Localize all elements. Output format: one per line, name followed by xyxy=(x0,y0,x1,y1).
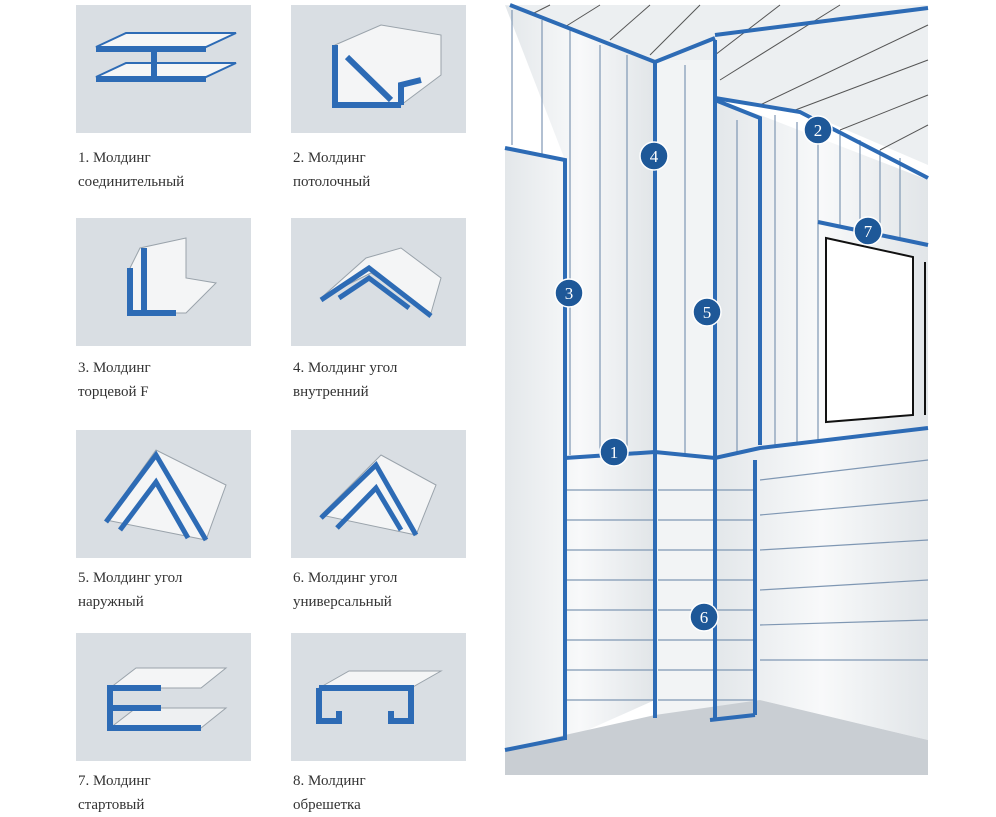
inner-corner-molding-icon xyxy=(319,247,442,318)
tile-universal-corner-molding xyxy=(291,430,466,558)
badge-2: 2 xyxy=(803,115,833,145)
svg-text:6: 6 xyxy=(700,608,709,627)
badge-1: 1 xyxy=(599,437,629,467)
svg-text:2: 2 xyxy=(814,121,823,140)
connecting-molding-icon xyxy=(95,32,237,82)
svg-text:5: 5 xyxy=(703,303,712,322)
badge-3: 3 xyxy=(554,278,584,308)
badge-5: 5 xyxy=(692,297,722,327)
svg-text:1: 1 xyxy=(610,443,619,462)
svg-text:4: 4 xyxy=(650,147,659,166)
tile-outer-corner-molding xyxy=(76,430,251,558)
ceiling-molding-icon xyxy=(332,24,442,108)
universal-corner-molding-icon xyxy=(319,454,437,537)
tile-lathing-molding xyxy=(291,633,466,761)
svg-text:7: 7 xyxy=(864,222,873,241)
badge-7: 7 xyxy=(853,216,883,246)
room-illustration: 1 2 3 4 5 6 7 xyxy=(504,3,929,775)
badge-4: 4 xyxy=(639,141,669,171)
lathing-molding-icon xyxy=(316,670,443,724)
tile-inner-corner-molding xyxy=(291,218,466,346)
tile-ceiling-molding xyxy=(291,5,466,133)
starter-molding-icon xyxy=(107,667,228,731)
end-molding-f-icon xyxy=(127,237,218,316)
tile-end-molding-f xyxy=(76,218,251,346)
outer-corner-molding-icon xyxy=(103,449,227,542)
svg-text:3: 3 xyxy=(565,284,574,303)
tile-connecting-molding xyxy=(76,5,251,133)
tile-starter-molding xyxy=(76,633,251,761)
badge-6: 6 xyxy=(689,602,719,632)
